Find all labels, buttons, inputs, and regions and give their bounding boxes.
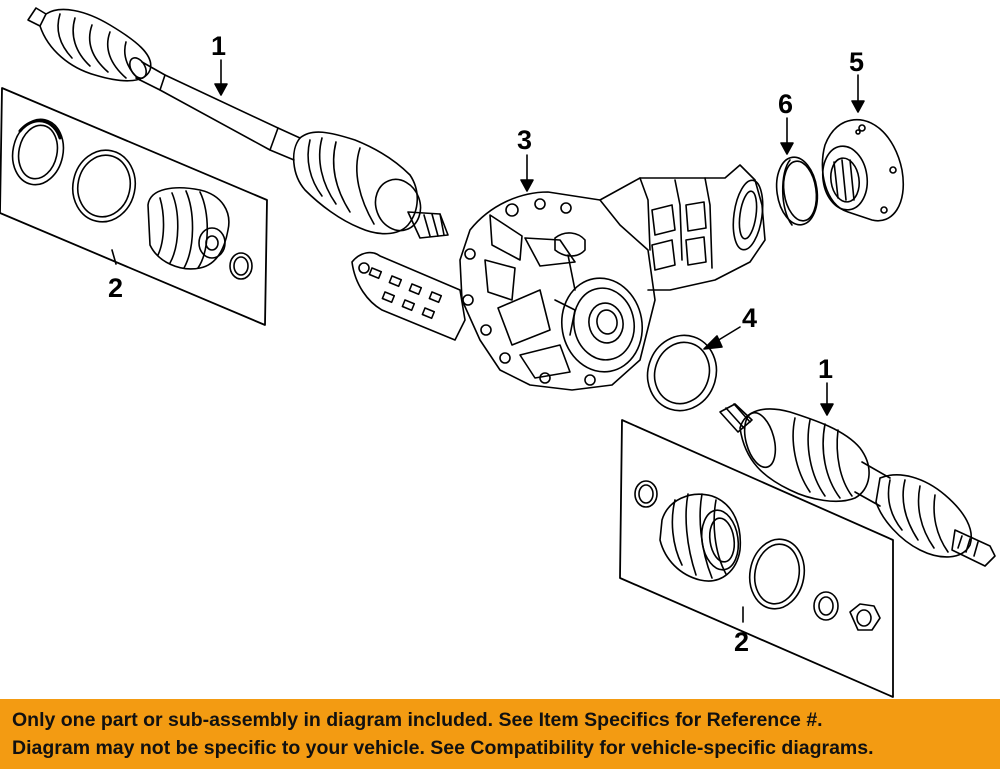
parts-kit-panel-lower (619, 419, 894, 698)
callout-flange: 5 (849, 47, 864, 77)
small-ring-part-lower (634, 480, 658, 508)
callout-ring: 6 (778, 89, 793, 119)
ring-part (775, 156, 819, 226)
seal-part (646, 334, 718, 412)
output-flange-right (560, 277, 644, 373)
shaft-bar-upper (135, 61, 301, 161)
differential-assembly (351, 164, 766, 391)
pinion-housing (599, 164, 766, 291)
inner-cv-joint-lower (719, 403, 870, 503)
axle-nut-part (849, 603, 881, 631)
boot-part (147, 187, 230, 270)
disclaimer-line-2: Diagram may not be specific to your vehi… (12, 737, 874, 759)
parts-kit-panel-upper (0, 87, 268, 326)
small-ring-part (229, 252, 253, 280)
axle-shaft-upper (27, 7, 449, 239)
inner-cv-joint-upper (292, 131, 449, 239)
callout-differential: 3 (517, 125, 532, 155)
outer-cv-joint-lower (875, 474, 996, 567)
retaining-ring-part (813, 591, 839, 621)
clamp-band-part-lower (748, 538, 806, 610)
disclaimer-banner: Only one part or sub-assembly in diagram… (0, 699, 1000, 769)
callout-shaft-lower: 1 (818, 354, 833, 384)
outer-cv-joint-upper (27, 7, 152, 82)
support-bracket-left (351, 251, 466, 341)
callout-kit-lower: 2 (734, 627, 749, 657)
disclaimer-line-1: Only one part or sub-assembly in diagram… (12, 709, 823, 731)
leader-arrows (111, 59, 865, 623)
flange-part (821, 118, 904, 222)
callout-seal: 4 (742, 303, 757, 333)
shaft-bar-lower (854, 461, 891, 507)
callout-labels: 1 2 3 4 5 6 1 2 (108, 31, 864, 657)
axle-shaft-lower (719, 403, 996, 567)
clamp-band-part (71, 149, 137, 223)
callout-kit-upper: 2 (108, 273, 123, 303)
snap-ring-part (11, 118, 65, 186)
boot-part-lower (659, 493, 742, 582)
callout-shaft-upper: 1 (211, 31, 226, 61)
differential-housing (459, 191, 656, 391)
parts-diagram: 1 2 3 4 5 6 1 2 (0, 7, 996, 698)
